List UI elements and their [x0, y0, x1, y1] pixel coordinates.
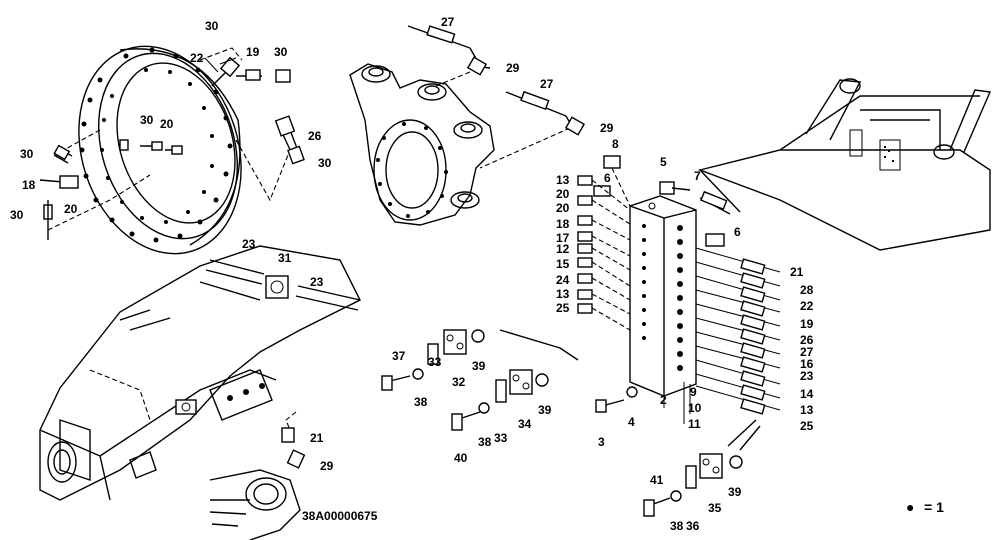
callout: 33: [428, 355, 442, 369]
callout: 38: [670, 519, 684, 533]
callout: 25: [800, 419, 814, 433]
callout: 22: [190, 51, 204, 65]
callout: 30: [140, 113, 154, 127]
chassis-frame: [697, 78, 992, 251]
callout: 38: [414, 395, 428, 409]
callout: 30: [205, 19, 219, 33]
callout: 16: [800, 357, 814, 371]
drawing-code: 38A00000675: [302, 509, 378, 523]
callout: 8: [612, 137, 619, 151]
callout: 20: [556, 187, 570, 201]
callout: 23: [800, 369, 814, 383]
callout: 23: [310, 275, 324, 289]
callout: 27: [441, 15, 455, 29]
callout: 15: [556, 257, 570, 271]
callout: 35: [708, 501, 722, 515]
callout: 19: [246, 45, 260, 59]
callout: 28: [800, 283, 814, 297]
callout: 4: [628, 415, 635, 429]
callout: 13: [556, 173, 570, 187]
distribution-block: [577, 155, 781, 424]
callout: 26: [800, 333, 814, 347]
callout: 21: [790, 265, 804, 279]
boom-assembly: [39, 245, 361, 540]
callout: 29: [600, 121, 614, 135]
callout: 39: [472, 359, 486, 373]
legend: ● = 1: [906, 499, 944, 515]
callout: 38: [478, 435, 492, 449]
callout: 3: [598, 435, 605, 449]
callout: 31: [278, 251, 292, 265]
callout: 23: [242, 237, 256, 251]
callout: 29: [506, 61, 520, 75]
swing-bracket: [349, 25, 586, 226]
callout: 13: [556, 287, 570, 301]
callout: 27: [540, 77, 554, 91]
callout: 29: [320, 459, 334, 473]
callout: 30: [20, 147, 34, 161]
callout: 27: [800, 345, 814, 359]
callout: 30: [274, 45, 288, 59]
callout: 41: [650, 473, 664, 487]
callout: 40: [454, 451, 468, 465]
callout: 14: [800, 387, 814, 401]
legend-dot-icon: ●: [906, 499, 914, 515]
callout: 22: [800, 299, 814, 313]
callout: 26: [308, 129, 322, 143]
callout: 33: [494, 431, 508, 445]
callout: 20: [160, 117, 174, 131]
callout: 9: [690, 385, 697, 399]
callout: 39: [538, 403, 552, 417]
callout: 11: [688, 417, 701, 431]
callout: 7: [694, 169, 701, 183]
callout-labels: 30 22 19 30 30 20 30 18 20 30 26 30 27 2…: [10, 15, 814, 533]
callout: 20: [64, 202, 78, 216]
callout: 19: [800, 317, 814, 331]
callout: 37: [392, 349, 406, 363]
callout: 32: [452, 375, 466, 389]
callout: 30: [10, 208, 24, 222]
callout: 30: [318, 156, 332, 170]
callout: 2: [660, 393, 667, 407]
callout: 6: [604, 171, 611, 185]
callout: 34: [518, 417, 532, 431]
callout: 36: [686, 519, 700, 533]
callout: 18: [556, 217, 570, 231]
callout: 12: [556, 242, 570, 256]
callout: 5: [660, 155, 667, 169]
callout: 21: [310, 431, 324, 445]
callout: 25: [556, 301, 570, 315]
clamp-parts: [381, 329, 761, 517]
callout: 6: [734, 225, 741, 239]
callout: 18: [22, 178, 36, 192]
callout: 13: [800, 403, 814, 417]
legend-text: = 1: [924, 499, 944, 515]
callout: 20: [556, 201, 570, 215]
callout: 24: [556, 273, 570, 287]
callout: 17: [556, 231, 570, 245]
callout: 39: [728, 485, 742, 499]
slewing-ring: [39, 45, 305, 255]
callout: 10: [688, 401, 702, 415]
